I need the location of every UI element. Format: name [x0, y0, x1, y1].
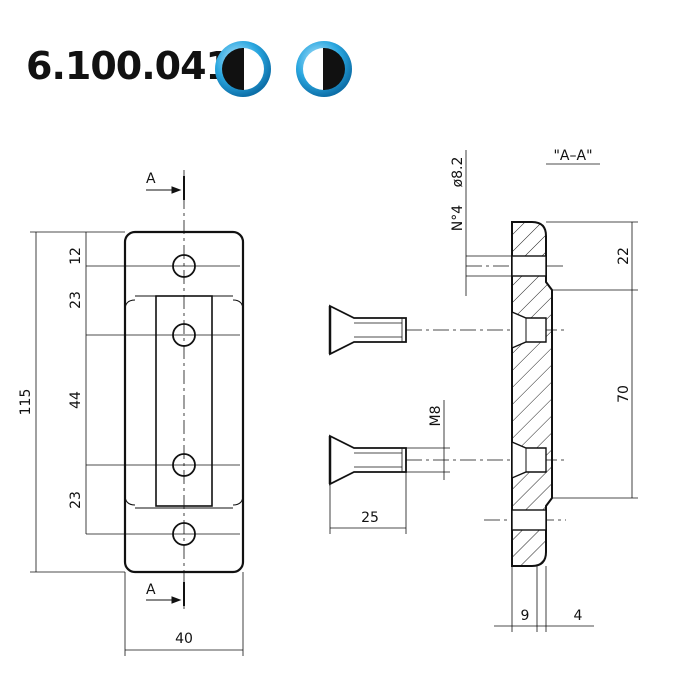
section-view	[465, 150, 638, 632]
hole-diameter-label: ø8.2	[450, 157, 466, 188]
dim-23-bottom-label: 23	[68, 491, 84, 509]
half-circle-icon	[214, 40, 272, 98]
dim-115-label: 115	[18, 389, 34, 416]
thread-dim-label: M8	[428, 406, 444, 427]
dim-9-label: 9	[521, 608, 530, 624]
screw-length-label: 25	[361, 510, 379, 526]
part-number-title: 6.100.041	[26, 44, 232, 88]
dim-44-label: 44	[68, 391, 84, 409]
section-mark-top: A	[146, 171, 156, 187]
section-title: "A–A"	[553, 148, 592, 164]
section-mark-bottom: A	[146, 582, 156, 598]
half-circle-icon	[295, 40, 353, 98]
dim-12-label: 12	[68, 247, 84, 265]
screw-lower	[328, 400, 450, 534]
dim-40-label: 40	[175, 631, 193, 647]
hole-count-label: N°4	[450, 205, 466, 231]
dim-4-label: 4	[574, 608, 583, 624]
dim-22-label: 22	[616, 247, 632, 265]
dim-23-top-label: 23	[68, 291, 84, 309]
front-view	[30, 170, 245, 656]
dim-70-label: 70	[616, 385, 632, 403]
screw-upper	[328, 304, 407, 356]
